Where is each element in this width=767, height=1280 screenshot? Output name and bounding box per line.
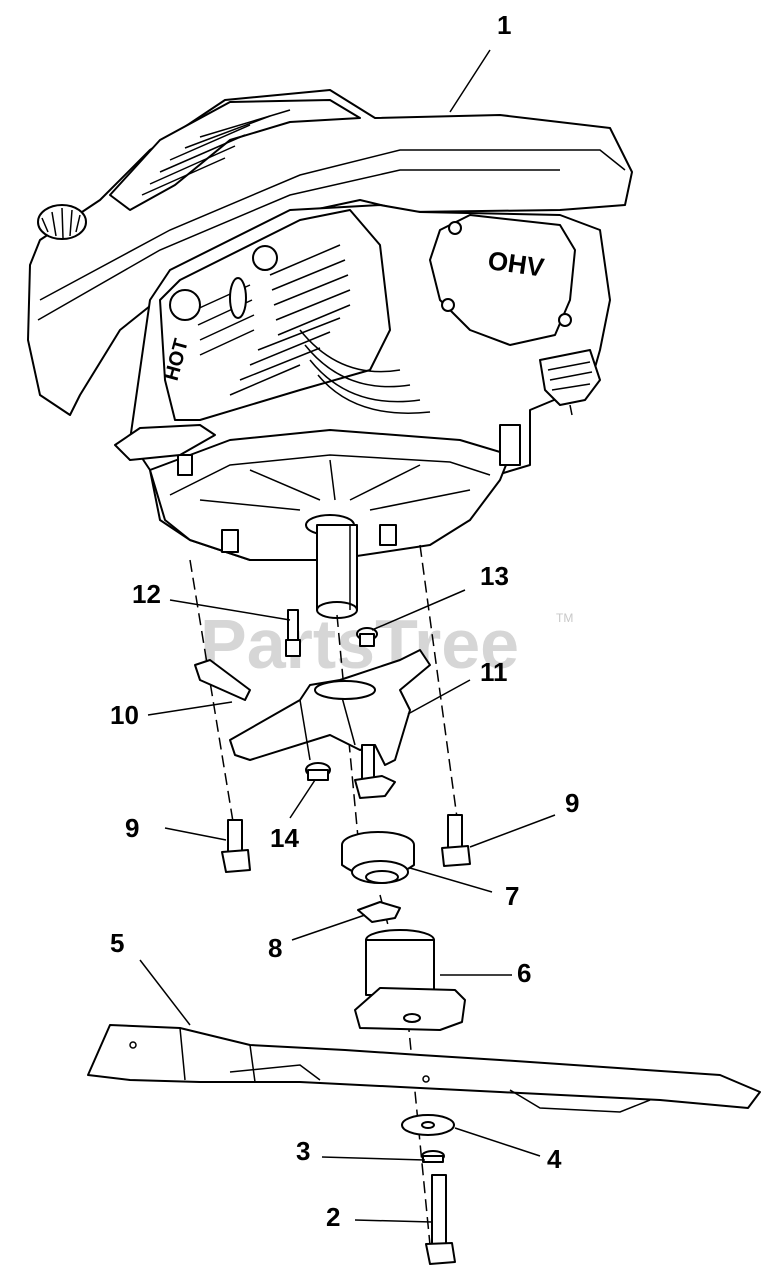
blade-adapter-drawing (354, 929, 466, 1031)
mount-bosses (177, 424, 521, 553)
watermark-trademark: TM (556, 611, 573, 625)
callout-7: 7 (505, 881, 519, 911)
callout-6: 6 (517, 958, 531, 988)
cylinder-fins (299, 329, 431, 414)
engine-drawing: HOT OHV (27, 89, 633, 619)
callout-9-right: 9 (565, 788, 579, 818)
muffler (159, 209, 391, 421)
valve-cover (429, 214, 576, 346)
callout-10: 10 (110, 700, 139, 730)
base-ribs (199, 459, 471, 511)
deflector-bracket-drawing (194, 649, 431, 766)
bracket-bolt-drawing (354, 744, 396, 799)
callout-9-left: 9 (125, 813, 139, 843)
callout-5: 5 (110, 928, 124, 958)
callout-13: 13 (480, 561, 509, 591)
mount-bolt-right-drawing (441, 814, 471, 867)
crankshaft (305, 514, 358, 619)
callout-4: 4 (547, 1144, 562, 1174)
callouts: 1 2 3 4 5 6 7 8 9 9 10 11 12 13 14 (110, 10, 579, 1232)
starter-motor (539, 349, 601, 406)
flat-washer-drawing (401, 1114, 455, 1136)
dipstick-knob (37, 204, 87, 240)
stud-drawing (285, 609, 301, 657)
callout-1: 1 (497, 10, 511, 40)
blade-bolt-drawing (425, 1174, 456, 1265)
nut-13-drawing (356, 627, 378, 647)
mount-bolt-left-drawing (221, 819, 251, 873)
callout-3: 3 (296, 1136, 310, 1166)
grille-slats (141, 109, 291, 196)
engine-grille (109, 99, 361, 211)
mower-blade-drawing (87, 1024, 761, 1113)
lock-washer-drawing (421, 1150, 445, 1163)
engine-base (149, 429, 511, 561)
callout-12: 12 (132, 579, 161, 609)
pulley-drawing (341, 831, 415, 884)
throttle-bracket (114, 424, 216, 461)
callout-2: 2 (326, 1202, 340, 1232)
callout-8: 8 (268, 933, 282, 963)
key-drawing (357, 901, 401, 923)
nut-14-drawing (305, 762, 331, 781)
callout-14: 14 (270, 823, 299, 853)
leader-lines (139, 49, 556, 1223)
callout-11: 11 (480, 657, 508, 687)
